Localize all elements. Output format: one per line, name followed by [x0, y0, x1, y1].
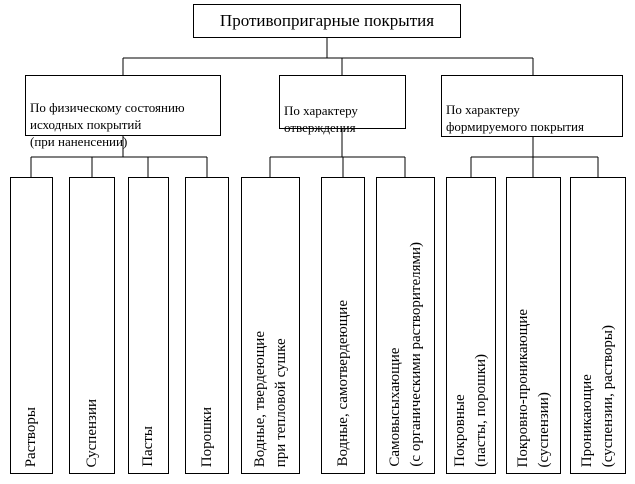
category-physical-state: По физическому состоянию исходных покрыт…: [25, 75, 221, 149]
category-label: По характеру формируемого покрытия: [446, 102, 584, 134]
leaf-pastes: Пасты: [128, 177, 169, 474]
leaf-label: Покровно-проникающие (суспензии): [514, 308, 552, 467]
leaf-covering-penetrating: Покровно-проникающие (суспензии): [506, 177, 561, 474]
category-label: По характеру отверждения: [284, 103, 358, 135]
leaf-label: Пасты: [140, 426, 156, 467]
category-curing: По характеру отверждения: [279, 75, 406, 135]
leaf-label: Суспензии: [83, 398, 100, 467]
leaf-water-heat-cured: Водные, твердеющие при тепловой сушке: [241, 177, 300, 474]
leaf-label: Водные, твердеющие при тепловой сушке: [251, 330, 289, 467]
leaf-water-self-hardening: Водные, самотвердеющие: [321, 177, 365, 474]
leaf-powders: Порошки: [185, 177, 229, 474]
leaf-label: Покровные (пасты, порошки): [452, 354, 489, 467]
category-coating-type: По характеру формируемого покрытия: [441, 75, 623, 137]
leaf-solutions: Растворы: [10, 177, 53, 474]
leaf-label: Растворы: [23, 406, 39, 467]
leaf-suspensions: Суспензии: [69, 177, 115, 474]
leaf-label: Водные, самотвердеющие: [334, 300, 351, 467]
leaf-label: Проникающие (суспензии, растворы): [579, 324, 616, 467]
leaf-self-drying: Самовысыхающие (с органическими раствори…: [376, 177, 435, 474]
leaf-penetrating: Проникающие (суспензии, растворы): [570, 177, 626, 474]
root-node: Противопригарные покрытия: [193, 4, 461, 38]
leaf-label: Самовысыхающие (с органическими раствори…: [386, 242, 424, 467]
leaf-label: Порошки: [198, 406, 215, 467]
root-label: Противопригарные покрытия: [219, 11, 435, 30]
category-label: По физическому состоянию исходных покрыт…: [30, 100, 185, 149]
leaf-covering: Покровные (пасты, порошки): [446, 177, 496, 474]
